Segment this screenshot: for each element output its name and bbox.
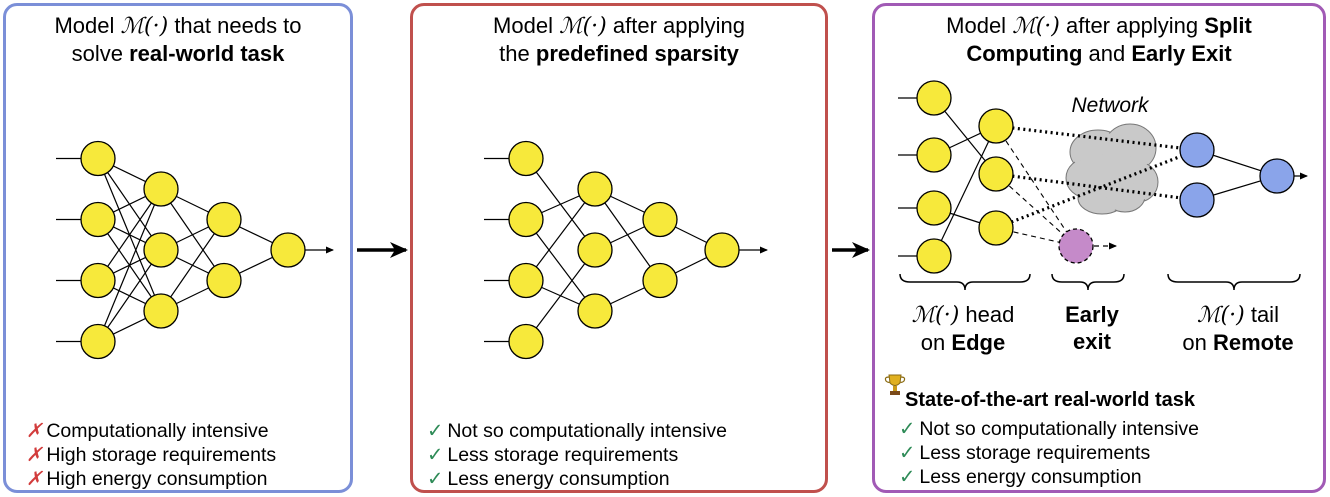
cloud-fill (1106, 181, 1144, 211)
check-icon: ✓ (899, 442, 916, 464)
drawbacks-list: ✗Computationally intensive ✗High storage… (26, 419, 276, 491)
connection-line (525, 249, 596, 342)
neuron (642, 262, 678, 299)
connection-line (933, 125, 997, 257)
benefits-list: ✓Not so computationally intensive ✓Less … (427, 419, 727, 491)
head-on-edge-label: ℳ(·) head on Edge (911, 302, 1015, 355)
check-icon: ✓ (427, 468, 444, 490)
remote-neuron (1259, 158, 1295, 194)
network-label: Network (1071, 94, 1150, 117)
tail-on-remote-label: ℳ(·) tail on Remote (1182, 302, 1294, 355)
tail-brace (1167, 273, 1301, 291)
connection-line (160, 219, 225, 312)
network-link (995, 124, 1198, 152)
benefits-list: ✓Not so computationally intensive ✓Less … (899, 417, 1199, 489)
check-icon: ✓ (899, 418, 916, 440)
check-icon: ✓ (899, 466, 916, 488)
edge-neuron (916, 80, 952, 116)
network-link (995, 172, 1198, 202)
early-exit-label: Early exit (1065, 302, 1119, 354)
subhead-state-of-the-art: State-of-the-art real-world task (905, 389, 1196, 411)
panel-sparse-model: Model ℳ(·) after applying the predefined… (410, 3, 828, 493)
list-item: ✓Less energy consumption (427, 468, 670, 490)
connection-line (97, 249, 162, 342)
cross-icon: ✗ (26, 468, 43, 490)
check-icon: ✓ (427, 444, 444, 466)
list-item: ✗High storage requirements (26, 444, 277, 466)
connection-line (525, 219, 596, 312)
list-item: ✗Computationally intensive (26, 420, 269, 442)
edge-neuron (978, 156, 1014, 192)
cross-icon: ✗ (26, 444, 43, 466)
trophy-icon (884, 374, 906, 395)
list-item: ✓Less storage requirements (427, 444, 679, 466)
annotations-group: Network (357, 94, 1301, 395)
remote-neuron (1179, 132, 1215, 168)
remote-neuron (1179, 182, 1215, 218)
edge-neuron (978, 108, 1014, 144)
neurons-group (80, 80, 1295, 360)
list-item: ✓Not so computationally intensive (899, 418, 1199, 440)
edge-neuron (978, 210, 1014, 246)
neuron (270, 232, 306, 268)
neuron (577, 232, 613, 268)
neuron (143, 171, 179, 207)
neuron (642, 201, 678, 238)
neuron (206, 262, 242, 299)
neuron (206, 201, 242, 238)
neuron (508, 262, 544, 299)
neuron (508, 201, 544, 238)
edge-neuron (916, 238, 952, 274)
network-cloud-group (1065, 123, 1159, 215)
connection-line (97, 188, 162, 342)
early-exit-neuron (1058, 228, 1094, 264)
list-item: ✓Less storage requirements (899, 442, 1151, 464)
trophy-stem (893, 386, 897, 391)
neuron (80, 140, 116, 177)
neuron (80, 201, 116, 238)
edge-neuron (916, 137, 952, 173)
neuron (508, 140, 544, 177)
trophy-handles (884, 376, 906, 383)
trophy-base (890, 391, 900, 395)
connection-line (97, 188, 162, 281)
check-icon: ✓ (427, 420, 444, 442)
panel-title: Model ℳ(·) that needs to solve real-worl… (54, 13, 302, 66)
head-brace (899, 273, 1031, 291)
neuron (80, 323, 116, 360)
panel-title: Model ℳ(·) after applying the predefined… (493, 13, 745, 66)
panel-title: Model ℳ(·) after applying Split Computin… (946, 13, 1252, 66)
neuron (704, 232, 740, 268)
trophy-cup (888, 374, 902, 386)
neuron (577, 171, 613, 207)
neuron (143, 293, 179, 329)
early-exit-connection (995, 125, 1077, 247)
list-item: ✓Less energy consumption (899, 466, 1142, 488)
neuron (80, 262, 116, 299)
edge-neuron (916, 190, 952, 226)
exit-brace (1051, 273, 1125, 291)
neuron (143, 232, 179, 268)
connection-line (525, 188, 596, 281)
list-item: ✓Not so computationally intensive (427, 420, 727, 442)
neuron (577, 293, 613, 329)
cross-icon: ✗ (26, 420, 43, 442)
list-item: ✗High energy consumption (26, 468, 268, 490)
neuron (508, 323, 544, 360)
